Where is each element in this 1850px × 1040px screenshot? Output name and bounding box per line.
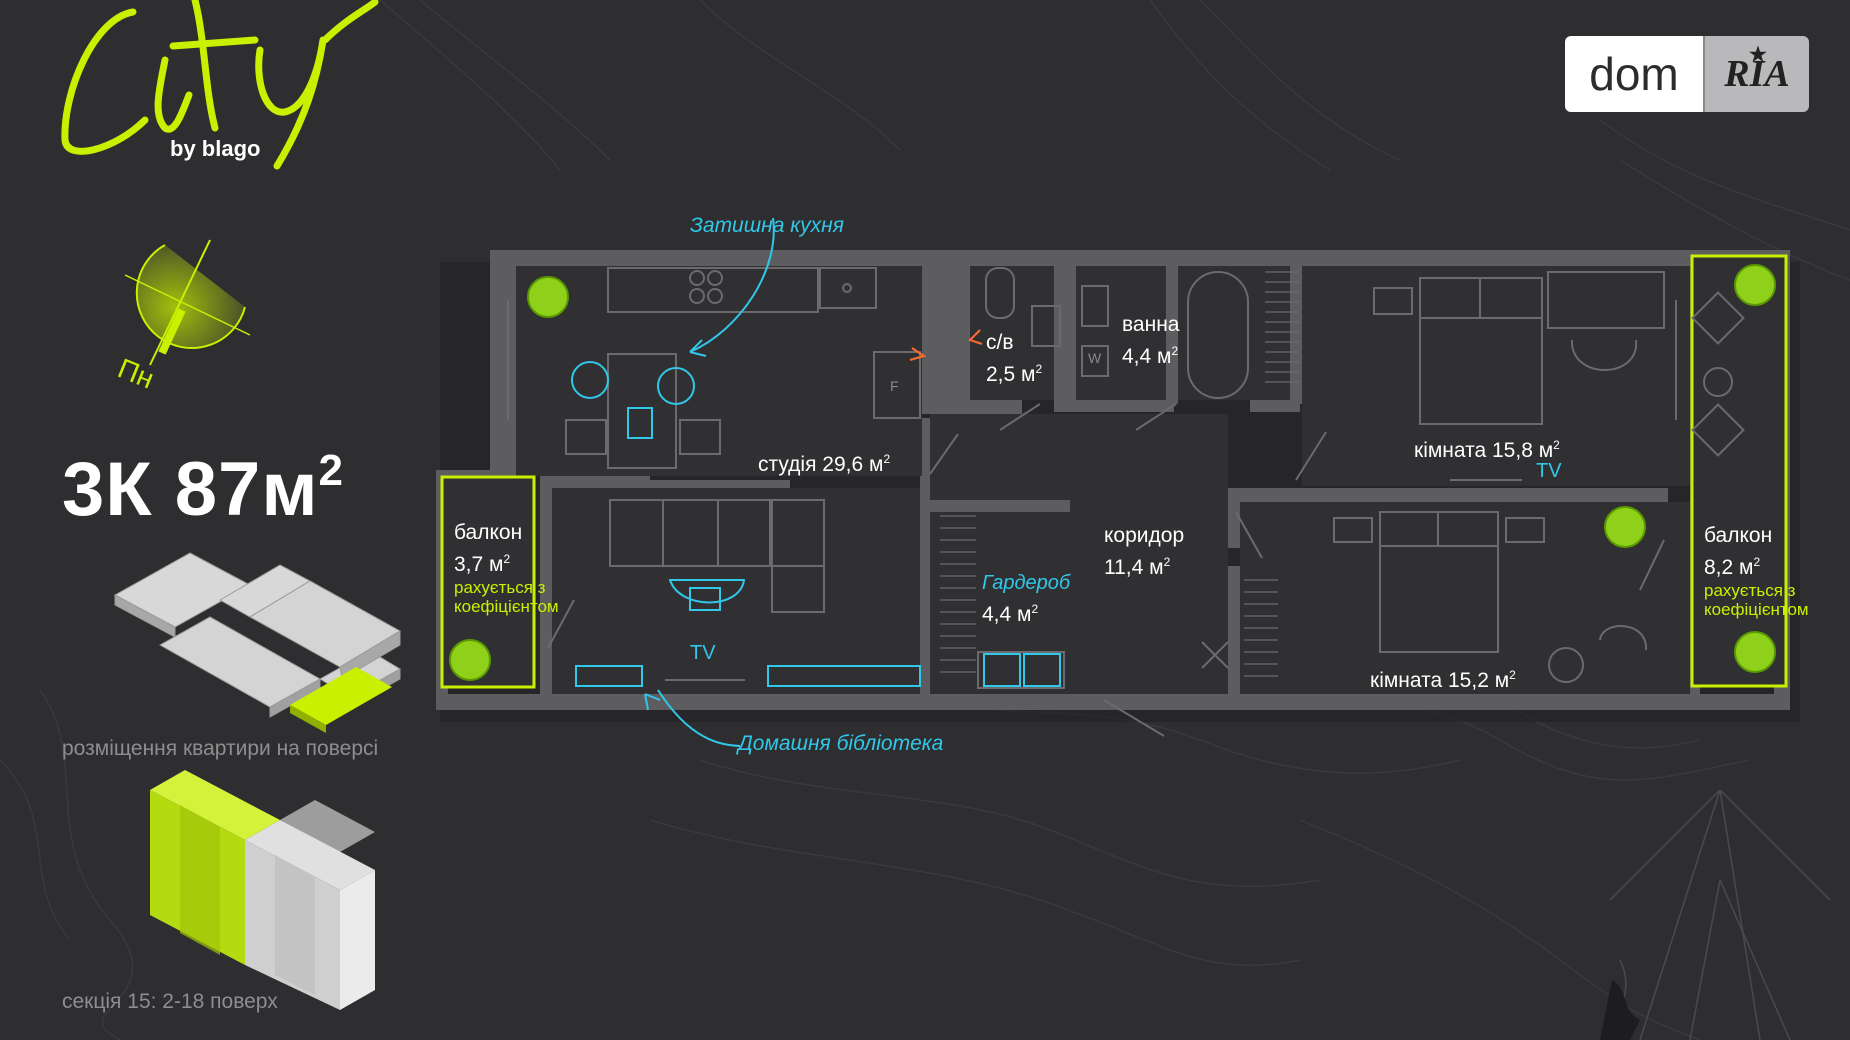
balcony-right-note1: рахується з xyxy=(1704,581,1796,600)
tv-label-room: TV xyxy=(1536,460,1562,482)
apartment-title: 3К 87м2 xyxy=(62,446,344,533)
balcony-right-sup: 2 xyxy=(1753,555,1761,569)
apartment-area-sup: 2 xyxy=(318,445,345,495)
balcony-left-name: балкон xyxy=(454,521,523,544)
fridge-letter: F xyxy=(890,378,899,394)
compass-icon xyxy=(124,239,251,366)
balcony-left-sup: 2 xyxy=(503,552,511,566)
balcony-left-note1: рахується з xyxy=(454,578,546,597)
studio-label: студія 29,6 м xyxy=(758,453,884,476)
room-label-wardrobe: Гардероб 4,4 м2 xyxy=(982,570,1070,628)
room-label-room1: кімната 15,8 м2 xyxy=(1414,432,1560,464)
balcony-left-area: 3,7 м xyxy=(454,553,504,576)
room2-sup: 2 xyxy=(1509,668,1516,682)
wc-sup: 2 xyxy=(1035,362,1043,376)
room-label-wc: с/в 2,5 м2 xyxy=(986,330,1042,388)
bath-sup: 2 xyxy=(1171,344,1179,358)
brand-subtitle: by blago xyxy=(170,136,261,161)
bath-area: 4,4 м xyxy=(1122,345,1172,368)
section-caption: секція 15: 2-18 поверх xyxy=(62,990,278,1013)
wc-area: 2,5 м xyxy=(986,363,1036,386)
section-diagram xyxy=(150,770,375,1010)
room1-sup: 2 xyxy=(1553,438,1560,452)
wc-name: с/в xyxy=(986,331,1014,354)
room-label-room2: кімната 15,2 м2 xyxy=(1370,662,1516,694)
balcony-right-area: 8,2 м xyxy=(1704,556,1754,579)
bath-name: ванна xyxy=(1122,313,1180,336)
floor-position-diagram xyxy=(113,552,401,733)
room-label-studio: студія 29,6 м2 xyxy=(758,446,890,478)
room1-label: кімната 15,8 м xyxy=(1414,439,1554,462)
balcony-right-name: балкон xyxy=(1704,524,1773,547)
floor-position-caption: розміщення квартири на поверсі xyxy=(62,737,379,760)
wardrobe-sup: 2 xyxy=(1031,602,1039,616)
kitchen-annotation: Затишна кухня xyxy=(690,214,844,237)
wardrobe-area: 4,4 м xyxy=(982,603,1032,626)
apartment-area: 87м xyxy=(174,447,319,532)
star-icon: ★ xyxy=(1749,44,1767,66)
room-label-corridor: коридор 11,4 м2 xyxy=(1104,523,1184,581)
wardrobe-name: Гардероб xyxy=(982,572,1071,594)
corridor-sup: 2 xyxy=(1163,555,1171,569)
badge-ria-text: RIA xyxy=(1724,53,1790,95)
washer-letter: W xyxy=(1088,350,1102,366)
room-label-balcony-left: балкон 3,7 м2 рахується з коефіцієнтом xyxy=(454,520,559,616)
domria-badge[interactable]: dom RIA ★ xyxy=(1565,36,1809,112)
studio-sup: 2 xyxy=(883,452,891,466)
corridor-name: коридор xyxy=(1104,524,1185,547)
library-annotation: Домашня бібліотека xyxy=(738,732,944,755)
room-label-balcony-right: балкон 8,2 м2 рахується з коефіцієнтом xyxy=(1704,523,1809,619)
badge-ria: RIA ★ xyxy=(1703,36,1809,112)
room2-label: кімната 15,2 м xyxy=(1370,669,1510,692)
badge-dom: dom xyxy=(1565,36,1703,112)
corridor-area: 11,4 м xyxy=(1104,556,1164,579)
city-logo xyxy=(61,0,379,170)
balcony-right-note2: коефіцієнтом xyxy=(1704,600,1809,619)
balcony-left-note2: коефіцієнтом xyxy=(454,597,559,616)
apartment-rooms: 3К xyxy=(62,447,153,532)
room-label-bath: ванна 4,4 м2 xyxy=(1122,312,1179,370)
tv-label-studio: TV xyxy=(690,642,716,664)
